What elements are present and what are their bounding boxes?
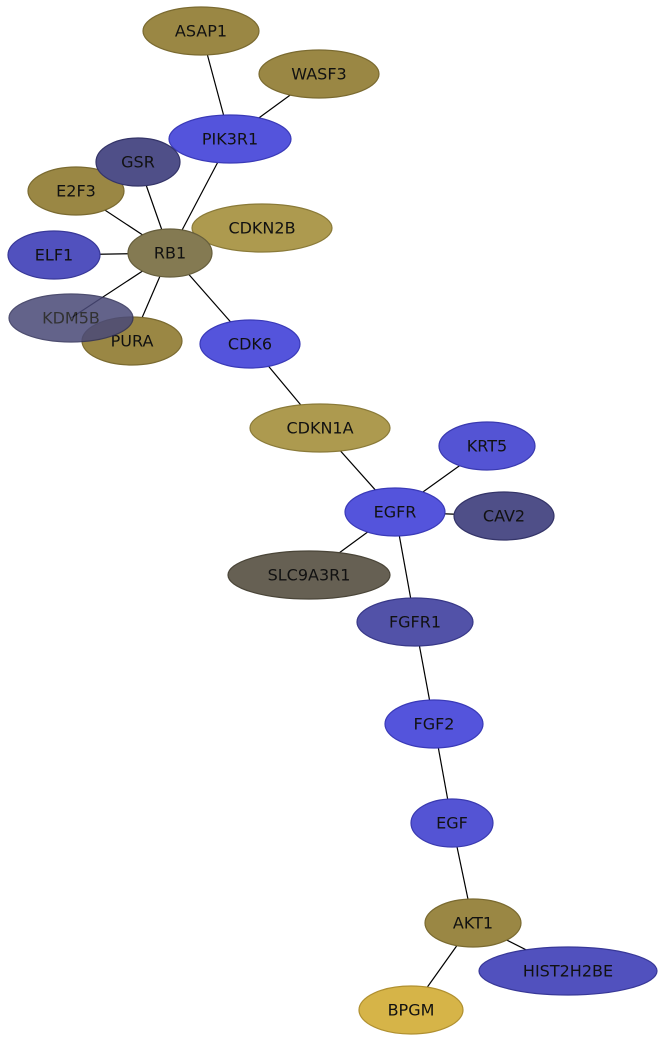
node-ellipse (168, 114, 292, 164)
node-ellipse (8, 293, 134, 343)
node-ellipse (249, 403, 391, 453)
node-label: WASF3 (291, 65, 346, 84)
node-pik3r1[interactable]: PIK3R1 (168, 114, 292, 164)
node-label: AKT1 (453, 914, 493, 933)
node-wasf3[interactable]: WASF3 (258, 49, 380, 99)
node-e2f3[interactable]: E2F3 (27, 166, 125, 216)
node-label: KDM5B (42, 309, 100, 328)
node-cdk6[interactable]: CDK6 (199, 319, 301, 369)
node-label: RB1 (154, 244, 186, 263)
node-label: CAV2 (483, 507, 525, 526)
node-bpgm[interactable]: BPGM (358, 985, 464, 1035)
node-label: PURA (111, 332, 154, 351)
node-krt5[interactable]: KRT5 (438, 421, 536, 471)
node-label: EGFR (374, 503, 417, 522)
node-slc9a3r1[interactable]: SLC9A3R1 (227, 550, 391, 600)
node-akt1[interactable]: AKT1 (424, 898, 522, 948)
node-gsr[interactable]: GSR (95, 137, 181, 187)
node-label: E2F3 (56, 182, 96, 201)
node-ellipse (27, 166, 125, 216)
node-ellipse (410, 798, 494, 848)
node-cav2[interactable]: CAV2 (453, 491, 555, 541)
node-hist2h2be[interactable]: HIST2H2BE (478, 946, 658, 996)
node-ellipse (358, 985, 464, 1035)
node-ellipse (227, 550, 391, 600)
node-fgf2[interactable]: FGF2 (384, 699, 484, 749)
node-label: CDKN1A (286, 419, 353, 438)
node-label: BPGM (388, 1001, 435, 1020)
node-egf[interactable]: EGF (410, 798, 494, 848)
node-label: GSR (121, 153, 155, 172)
node-label: FGF2 (414, 715, 455, 734)
node-elf1[interactable]: ELF1 (7, 230, 101, 280)
node-ellipse (199, 319, 301, 369)
node-cdkn2b[interactable]: CDKN2B (191, 203, 333, 253)
node-label: EGF (436, 814, 468, 833)
node-egfr[interactable]: EGFR (344, 487, 446, 537)
node-ellipse (127, 228, 213, 278)
node-ellipse (95, 137, 181, 187)
node-label: FGFR1 (389, 613, 441, 632)
node-ellipse (258, 49, 380, 99)
node-label: ASAP1 (175, 22, 227, 41)
node-rb1[interactable]: RB1 (127, 228, 213, 278)
node-ellipse (424, 898, 522, 948)
node-ellipse (142, 6, 260, 56)
node-ellipse (438, 421, 536, 471)
node-label: CDKN2B (228, 219, 295, 238)
node-fgfr1[interactable]: FGFR1 (356, 597, 474, 647)
node-label: CDK6 (228, 335, 272, 354)
node-ellipse (344, 487, 446, 537)
node-label: PIK3R1 (202, 130, 258, 149)
node-ellipse (478, 946, 658, 996)
node-ellipse (7, 230, 101, 280)
node-cdkn1a[interactable]: CDKN1A (249, 403, 391, 453)
node-ellipse (356, 597, 474, 647)
node-asap1[interactable]: ASAP1 (142, 6, 260, 56)
node-label: SLC9A3R1 (268, 566, 351, 585)
node-kdm5b[interactable]: KDM5B (8, 293, 134, 343)
node-label: KRT5 (467, 437, 507, 456)
node-ellipse (453, 491, 555, 541)
node-label: HIST2H2BE (523, 962, 613, 981)
node-label: ELF1 (35, 246, 73, 265)
node-ellipse (191, 203, 333, 253)
node-ellipse (384, 699, 484, 749)
